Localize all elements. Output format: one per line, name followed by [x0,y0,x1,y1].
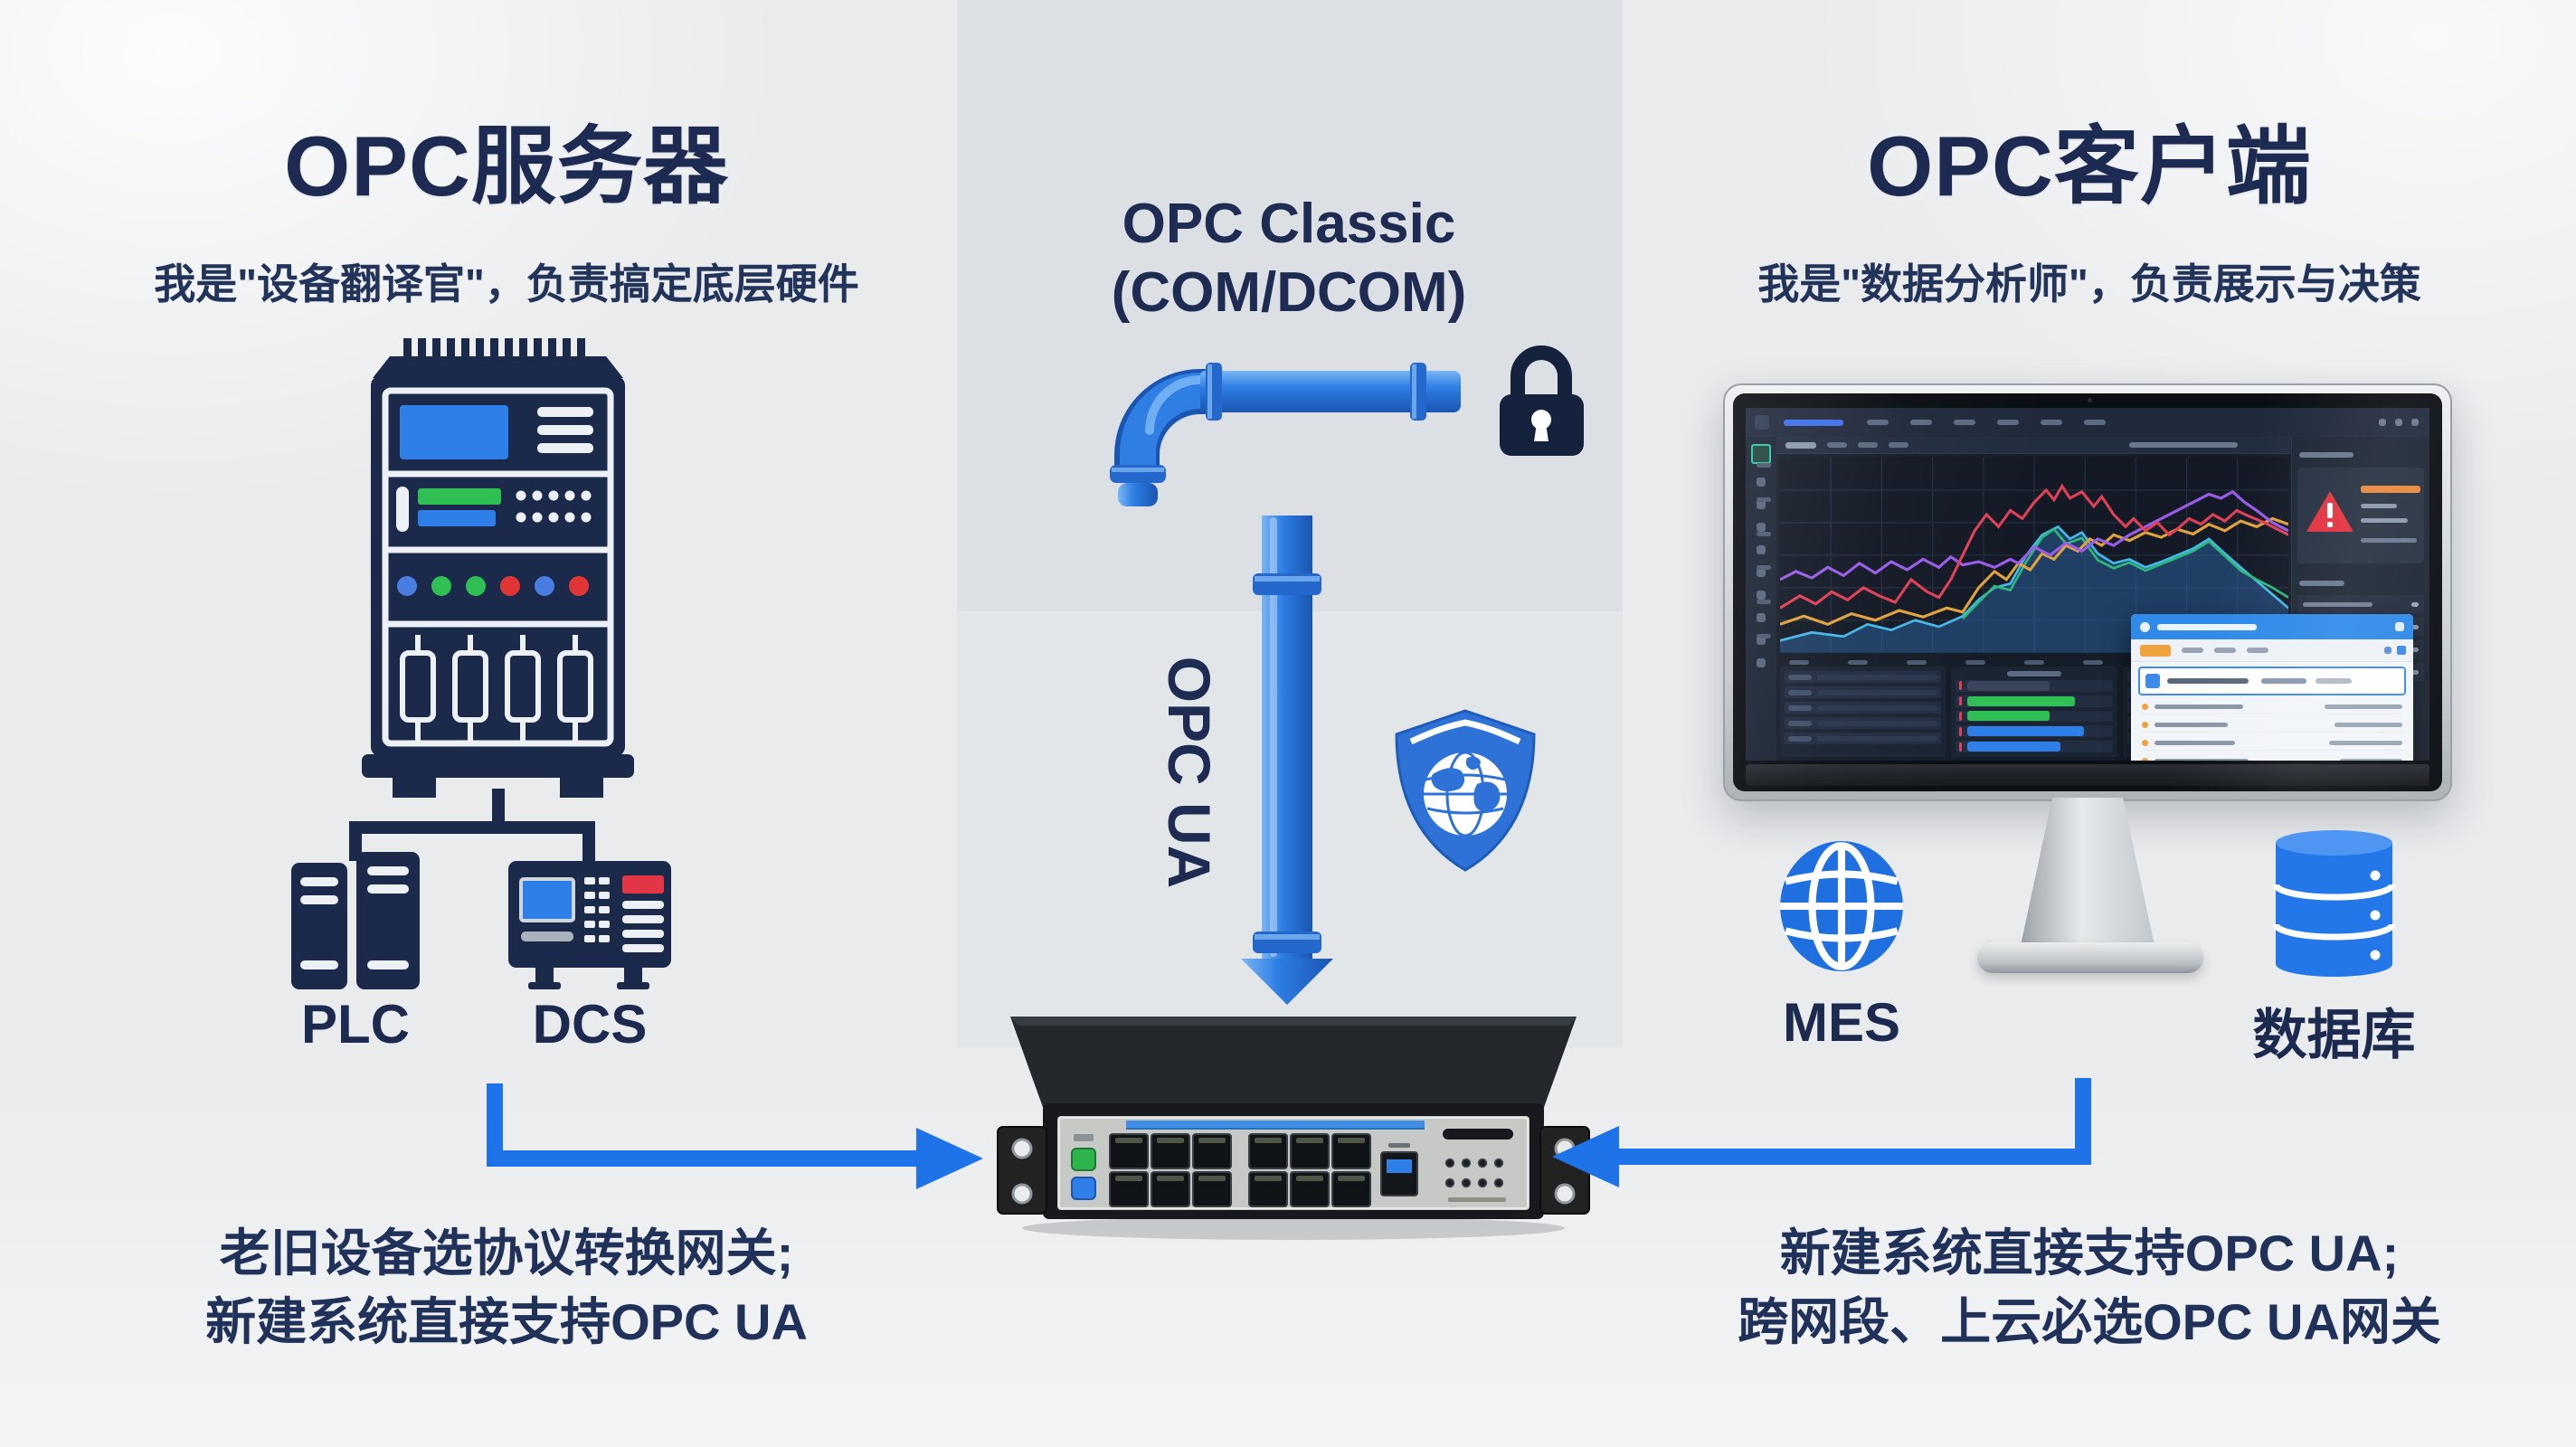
monitor [1723,383,2452,801]
left-caption-line1: 老旧设备选协议转换网关; [219,1225,794,1281]
popup-corner-icon [2395,622,2404,631]
dcs-label: DCS [532,994,648,1055]
left-caption-line2: 新建系统直接支持OPC UA [205,1293,808,1350]
popup-list [2131,700,2413,761]
popup-window [2131,614,2413,761]
opc-classic-pipe-icon [1110,363,1461,506]
monitor-chin [1746,764,2429,786]
branch-left-line [349,821,362,861]
plc-label: PLC [301,994,410,1055]
opc-classic-title-line2: (COM/DCOM) [1111,261,1467,324]
cabinet-stem-line [492,789,505,828]
dashboard-sidebar [1746,437,1776,761]
plc-icon [291,852,420,989]
database-label: 数据库 [2252,1005,2416,1065]
right-arrow-horizontal [1619,1149,2091,1165]
popup-toolbar [2131,639,2413,662]
table-block-left [1780,667,1946,757]
opc-ua-pipe-icon [1241,515,1333,1005]
opc-server-subtitle: 我是"设备翻译官"，负责搞定底层硬件 [154,260,859,307]
left-arrow-horizontal [487,1150,916,1167]
opc-classic-title-line1: OPC Classic [1122,193,1456,255]
right-caption-line2: 跨网段、上云必选OPC UA网关 [1738,1293,2441,1350]
branch-right-line [582,821,595,870]
right-arrow-vertical [2075,1078,2091,1165]
right-caption: 新建系统直接支持OPC UA; 跨网段、上云必选OPC UA网关 [1682,1219,2496,1357]
alert-card [2297,468,2424,563]
lock-icon [1500,345,1584,456]
monitor-bezel [1733,393,2442,791]
opc-client-subtitle: 我是"数据分析师"，负责展示与决策 [1757,260,2421,307]
y-axis-ticks [1757,463,1775,638]
opc-server-title: OPC服务器 [284,118,729,213]
opc-client-title: OPC客户端 [1867,118,2312,213]
right-caption-line1: 新建系统直接支持OPC UA; [1779,1225,2400,1281]
database-icon [2272,830,2396,977]
control-cabinet-icon [362,338,634,798]
dcs-icon [508,861,671,989]
security-shield-icon [1395,709,1536,872]
dashboard-toolbar [1776,437,2292,455]
branch-bar-line [349,821,595,834]
dashboard-screen [1746,408,2429,761]
left-arrow-head-icon [916,1128,983,1189]
gateway-device [997,1017,1590,1240]
mes-globe-icon [1780,841,1903,971]
left-caption: 老旧设备选协议转换网关; 新建系统直接支持OPC UA [99,1219,914,1357]
dashboard-navbar [1746,408,2429,437]
popup-search-row [2138,667,2406,695]
left-arrow-vertical [487,1083,503,1167]
opc-ua-label: OPC UA [1156,656,1223,889]
monitor-stand-neck [2020,798,2155,950]
table-block-middle [1951,667,2117,757]
mes-label: MES [1782,992,1901,1053]
camera-dot-icon [2088,398,2092,402]
warning-triangle-icon [2306,491,2353,532]
popup-titlebar [2131,614,2413,639]
right-arrow-head-icon [1552,1126,1619,1187]
monitor-stand-base [1977,942,2203,973]
